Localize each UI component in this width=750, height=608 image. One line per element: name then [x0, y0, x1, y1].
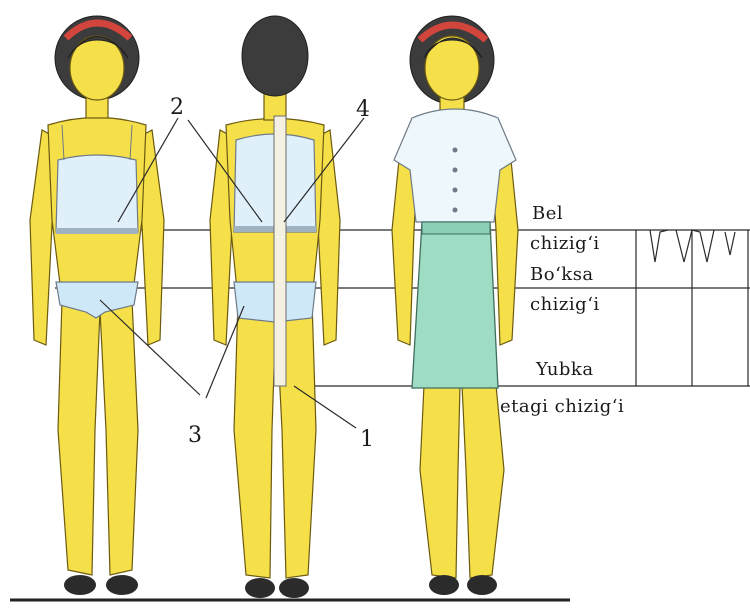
figure-back: [210, 16, 340, 598]
skirt-pattern: [636, 230, 748, 386]
callout-2: 2: [170, 95, 184, 120]
waist-label-2: chizig‘i: [530, 233, 600, 254]
waist-label-1: Bel: [532, 203, 563, 224]
hip-label-2: chizig‘i: [530, 294, 600, 315]
figure-front: [30, 16, 164, 595]
callout-4: 4: [356, 97, 370, 122]
hem-label-1: Yubka: [535, 359, 594, 380]
callout-1: 1: [360, 427, 374, 452]
callout-3: 3: [188, 423, 202, 448]
hip-label-1: Bo‘ksa: [530, 264, 594, 285]
figure-dressed: [392, 16, 518, 595]
measuring-tape: [274, 116, 286, 386]
hem-label-2: etagi chizig‘i: [500, 396, 624, 417]
